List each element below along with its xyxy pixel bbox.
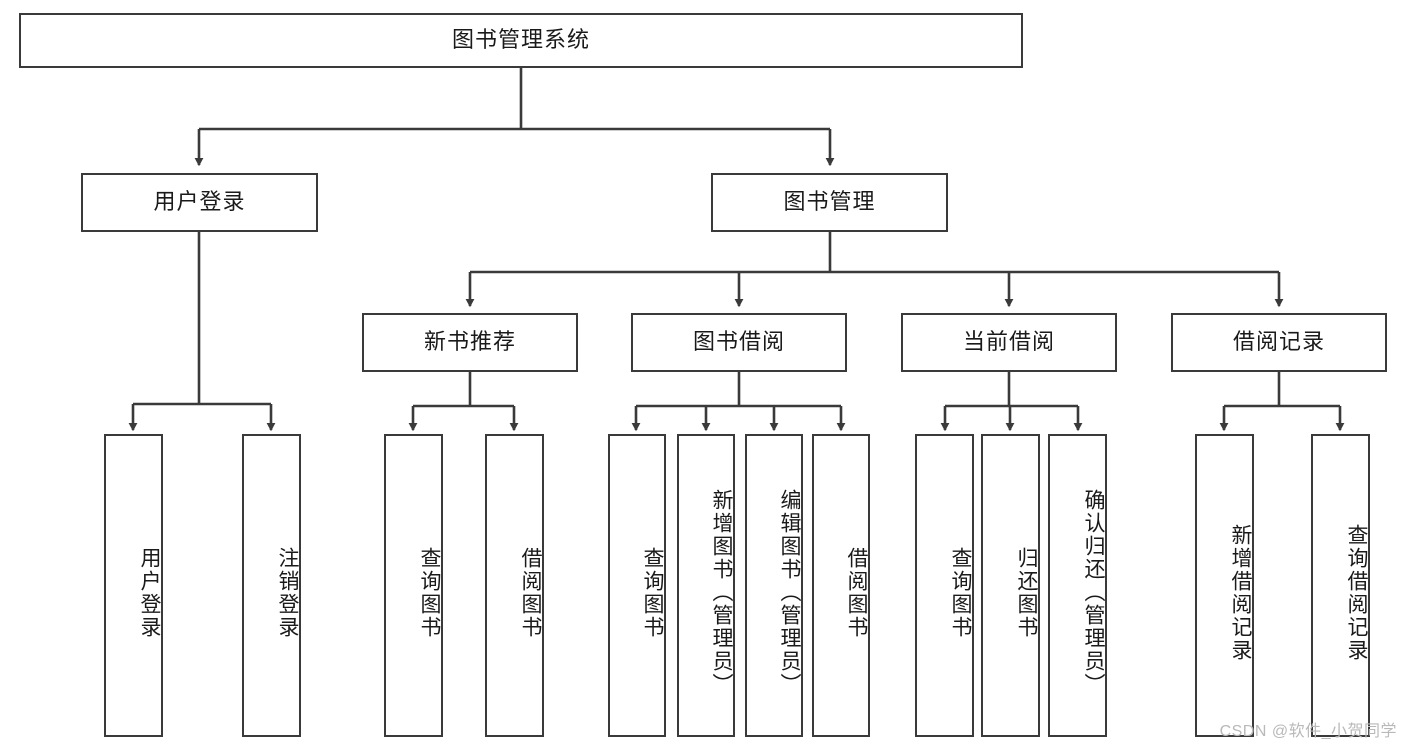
- node-label: 注销登录: [276, 546, 299, 639]
- node-book-management[interactable]: 图书管理: [711, 173, 948, 232]
- node-label: 借阅图书: [519, 546, 542, 639]
- node-label: 图书借阅: [692, 329, 785, 355]
- leaf-user-login-signin[interactable]: 用户登录: [104, 434, 163, 737]
- leaf-record-add-record[interactable]: 新增借阅记录: [1195, 434, 1254, 737]
- node-label: 编辑图书（管理员）: [778, 489, 801, 696]
- node-borrow-record[interactable]: 借阅记录: [1171, 313, 1387, 372]
- node-new-book-recommend[interactable]: 新书推荐: [362, 313, 578, 372]
- node-book-borrow[interactable]: 图书借阅: [631, 313, 847, 372]
- leaf-borrow-query-book[interactable]: 查询图书: [608, 434, 666, 737]
- leaf-borrow-add-book[interactable]: 新增图书（管理员）: [677, 434, 735, 737]
- node-label: 查询图书: [418, 546, 441, 639]
- node-label: 图书管理系统: [451, 27, 590, 53]
- node-label: 图书管理: [783, 189, 876, 215]
- node-current-borrow[interactable]: 当前借阅: [901, 313, 1117, 372]
- node-label: 用户登录: [153, 189, 246, 215]
- watermark-text: CSDN @软件_小贺同学: [1219, 723, 1397, 740]
- node-label: 确认归还（管理员）: [1082, 489, 1105, 696]
- node-root-system[interactable]: 图书管理系统: [19, 13, 1023, 68]
- leaf-current-query-book[interactable]: 查询图书: [915, 434, 974, 737]
- leaf-current-return-book[interactable]: 归还图书: [981, 434, 1040, 737]
- leaf-borrow-borrow-book[interactable]: 借阅图书: [812, 434, 870, 737]
- node-label: 查询图书: [949, 546, 972, 639]
- node-label: 新增借阅记录: [1229, 523, 1252, 662]
- node-label: 新书推荐: [423, 329, 516, 355]
- leaf-recommend-borrow-book[interactable]: 借阅图书: [485, 434, 544, 737]
- node-label: 借阅记录: [1232, 329, 1325, 355]
- leaf-record-query-record[interactable]: 查询借阅记录: [1311, 434, 1370, 737]
- node-label: 查询图书: [641, 546, 664, 639]
- node-label: 归还图书: [1015, 546, 1038, 639]
- node-label: 新增图书（管理员）: [710, 489, 733, 696]
- leaf-user-login-signout[interactable]: 注销登录: [242, 434, 301, 737]
- node-label: 当前借阅: [962, 329, 1055, 355]
- node-user-login[interactable]: 用户登录: [81, 173, 318, 232]
- node-label: 用户登录: [138, 546, 161, 639]
- leaf-borrow-edit-book[interactable]: 编辑图书（管理员）: [745, 434, 803, 737]
- node-label: 借阅图书: [845, 546, 868, 639]
- node-label: 查询借阅记录: [1345, 523, 1368, 662]
- leaf-recommend-query-book[interactable]: 查询图书: [384, 434, 443, 737]
- leaf-current-confirm-return[interactable]: 确认归还（管理员）: [1048, 434, 1107, 737]
